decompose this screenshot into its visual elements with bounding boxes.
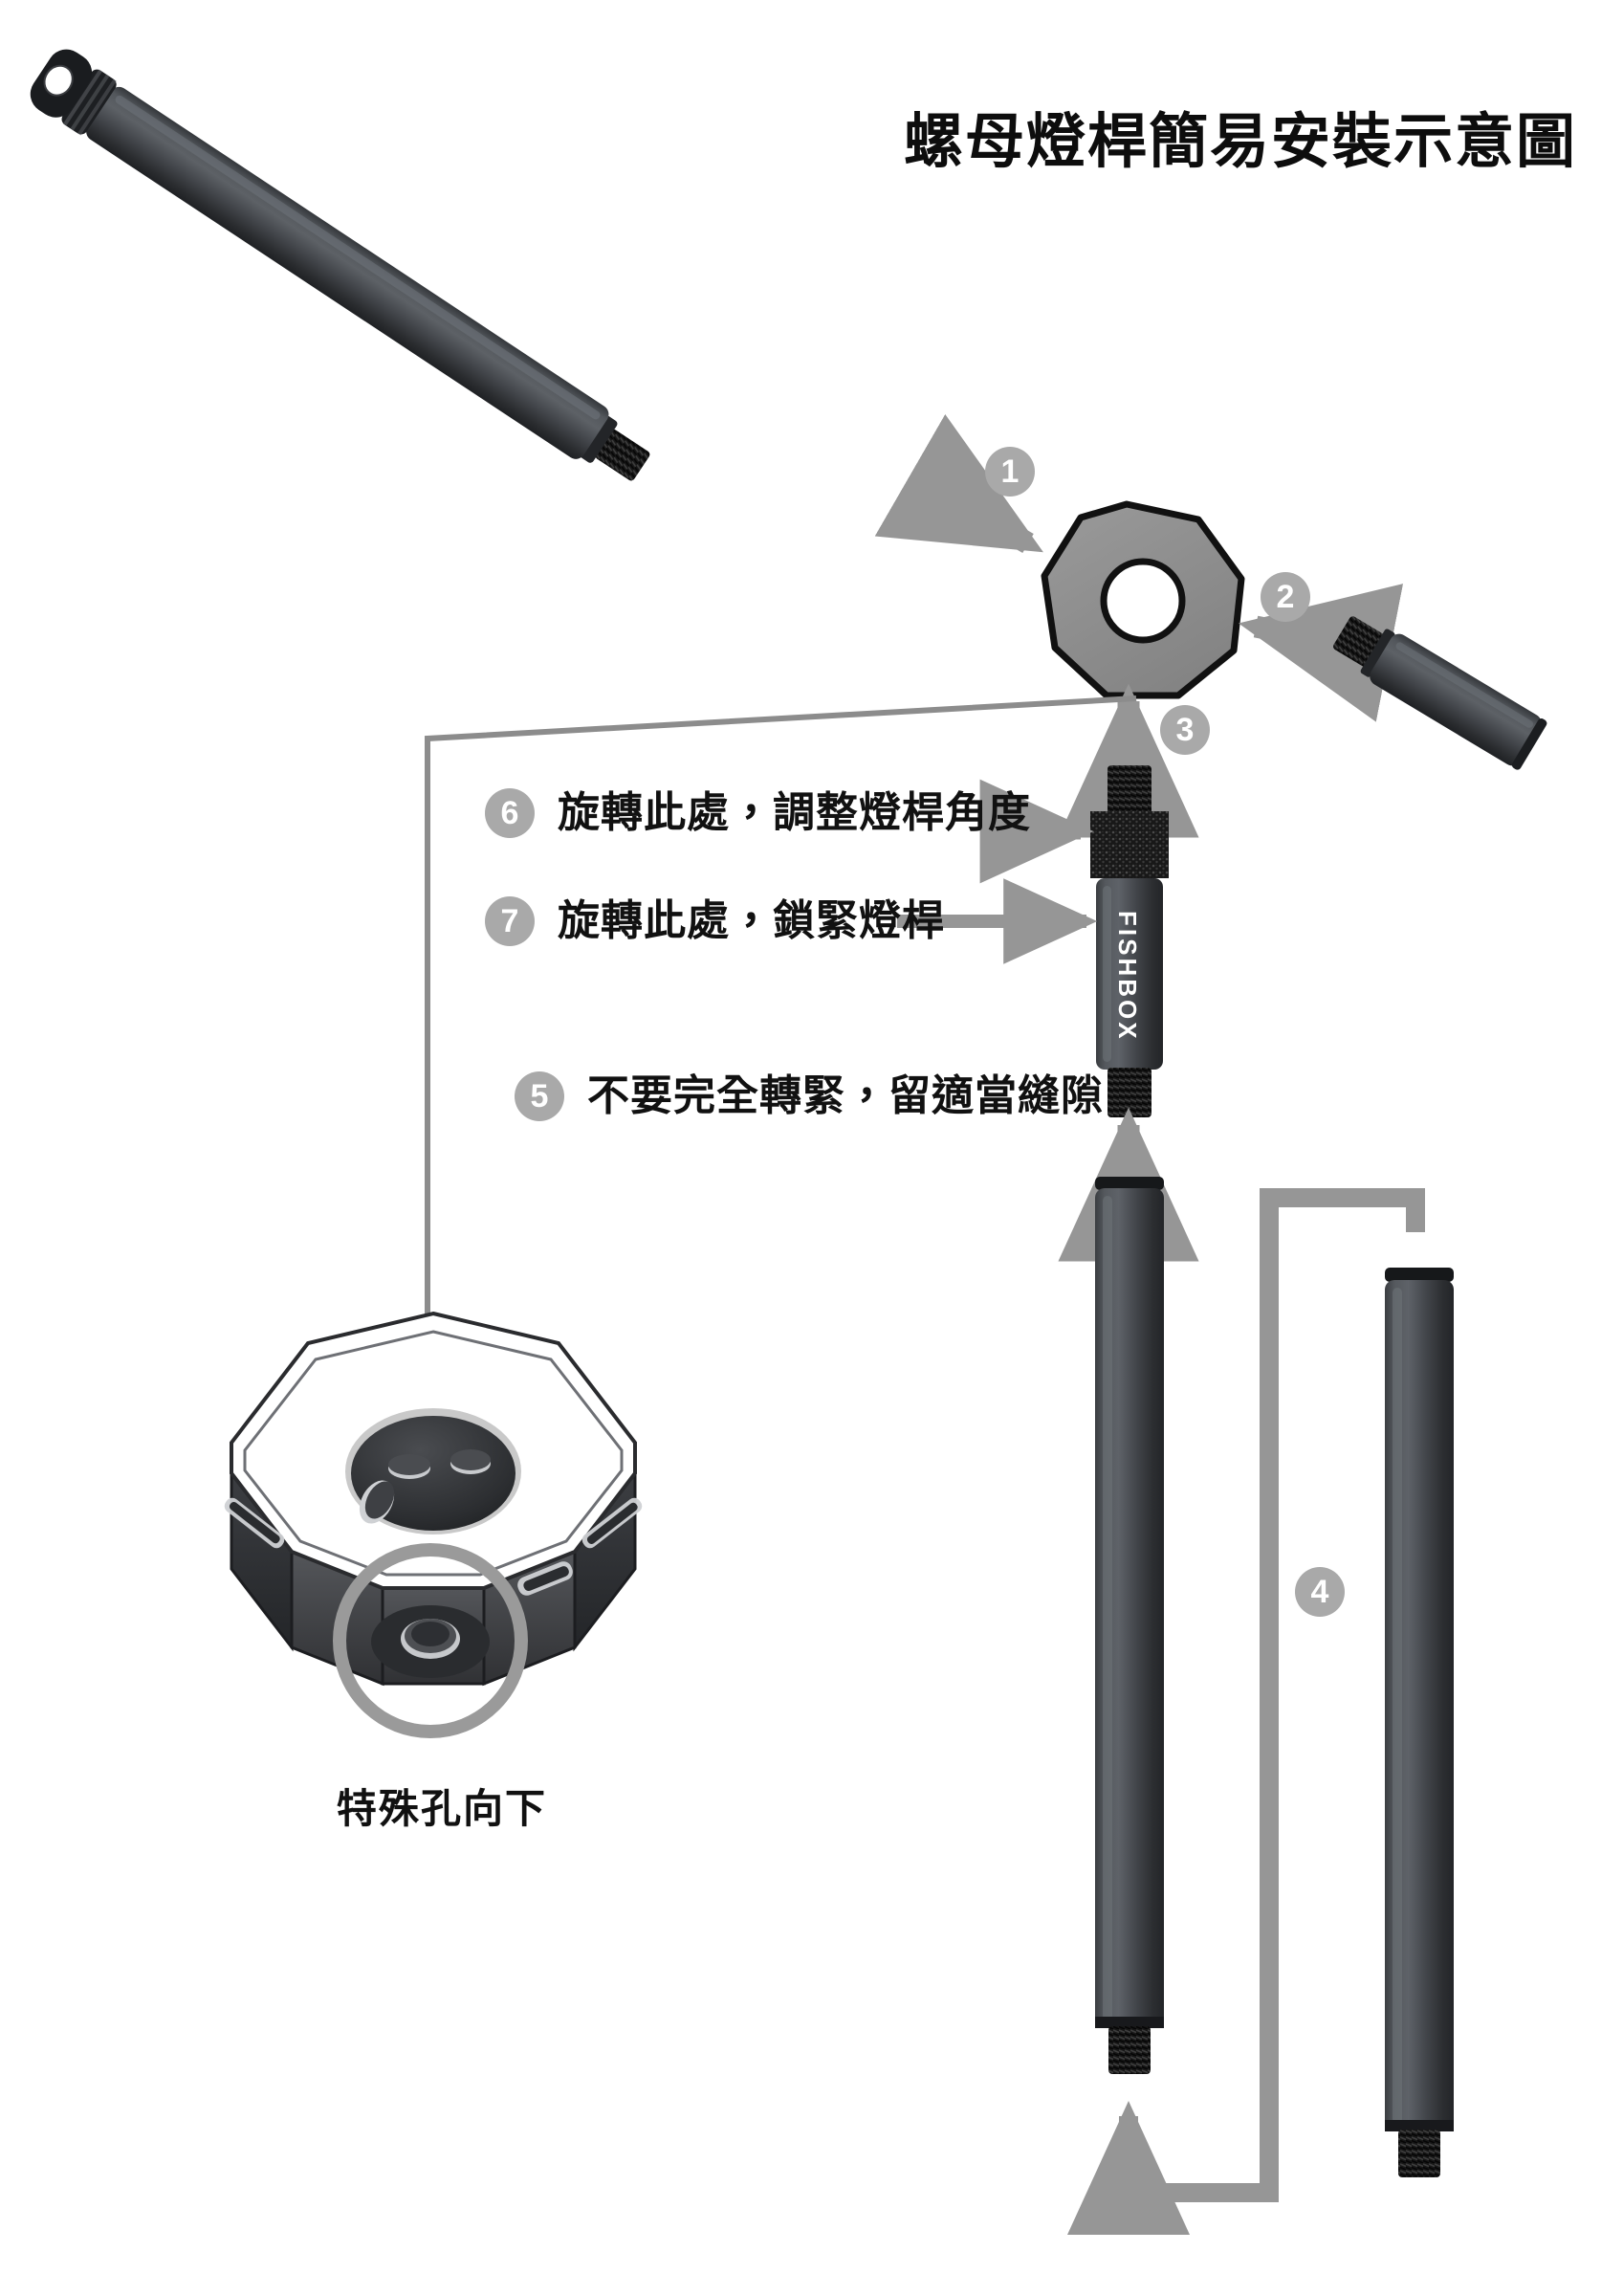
page-title: 螺母燈桿簡易安裝示意圖 xyxy=(903,109,1577,175)
middle-pole-thread-icon xyxy=(1108,2026,1151,2074)
step-badge-6: 6 xyxy=(485,788,535,838)
step-badge-4: 4 xyxy=(1295,1567,1345,1617)
step-badge-2: 2 xyxy=(1261,572,1310,622)
step-badge-5: 5 xyxy=(515,1071,564,1121)
fishbox-bottom-thread-icon xyxy=(1108,1068,1151,1117)
step-1-arrow xyxy=(874,413,1043,553)
step-5-label: 不要完全轉緊，留適當縫隙 xyxy=(587,1072,1104,1119)
instruction-step-6: 6 旋轉此處，調整燈桿角度 xyxy=(485,788,1031,838)
step-7-label: 旋轉此處，鎖緊燈桿 xyxy=(558,897,945,944)
step-badge-7: 7 xyxy=(485,896,535,946)
instruction-step-7: 7 旋轉此處，鎖緊燈桿 xyxy=(485,896,945,946)
octagon-nut-3d-detail xyxy=(224,1311,643,1738)
middle-vertical-pole xyxy=(1095,1177,1164,2074)
short-stub-pole xyxy=(1333,616,1547,770)
instruction-step-5: 5 不要完全轉緊，留適當縫隙 xyxy=(515,1071,1104,1121)
step-2-arrow xyxy=(1238,584,1404,722)
step-4-arrow-path xyxy=(1067,1188,1425,2235)
fishbox-top-thread-icon xyxy=(1108,765,1151,815)
fishbox-knurled-collar xyxy=(1090,811,1169,878)
nut-center-bore xyxy=(1100,558,1186,644)
octagon-nut-top-view xyxy=(1041,500,1245,699)
step-badge-3: 3 xyxy=(1160,705,1210,755)
callout-leader-line-icon xyxy=(410,695,1137,1574)
fishbox-brand-label: FISHBOX xyxy=(1113,910,1142,1042)
step-6-label: 旋轉此處，調整燈桿角度 xyxy=(558,789,1031,836)
right-pole-barrel xyxy=(1385,1280,1454,2131)
pole-barrel xyxy=(86,86,609,459)
special-hole-caption: 特殊孔向下 xyxy=(337,1786,548,1831)
pole-thread-icon xyxy=(595,430,650,481)
step-badge-1: 1 xyxy=(985,447,1035,497)
right-pole-thread-icon xyxy=(1398,2130,1440,2177)
right-pole-socket xyxy=(1385,1268,1454,1282)
highlight-ring-icon xyxy=(333,1543,528,1738)
middle-pole-barrel xyxy=(1095,1188,1164,2028)
middle-pole-socket xyxy=(1095,1177,1164,1190)
fishbox-body xyxy=(1096,878,1163,1070)
right-vertical-pole xyxy=(1385,1268,1454,2177)
long-light-pole xyxy=(30,49,650,481)
fishbox-connector xyxy=(1090,765,1169,1117)
